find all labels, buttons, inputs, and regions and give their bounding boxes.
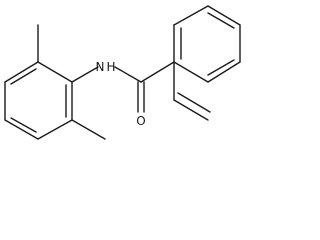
ring-bond — [4, 119, 39, 140]
chemical-structure: N H O — [4, 5, 241, 140]
ring-double-bond — [10, 117, 37, 133]
vinyl-double-bond-a — [173, 99, 209, 121]
vinylphenyl-ring — [140, 5, 241, 83]
hydrogen-label: H — [106, 60, 115, 74]
ring-double-bond — [10, 68, 37, 85]
ring-double-bond — [207, 59, 235, 76]
vinyl-double-bond-b — [177, 92, 211, 113]
ring-bond — [207, 61, 241, 83]
ring-bond — [140, 61, 175, 83]
methyl-bond-bottom — [71, 119, 106, 140]
oxygen-label: O — [136, 114, 145, 128]
nitrogen-label: N — [96, 60, 105, 74]
ring-bond — [37, 61, 73, 83]
ring-bond — [173, 61, 209, 83]
n-carbonyl-bond — [114, 66, 142, 83]
ring-bond — [4, 61, 39, 83]
ring-bond — [207, 5, 241, 26]
ring-bond — [173, 5, 209, 26]
ring-double-bond — [207, 12, 235, 29]
dimethylphenyl-ring — [4, 61, 73, 140]
ring-bond — [37, 119, 73, 140]
n-aryl-bond — [71, 66, 99, 83]
